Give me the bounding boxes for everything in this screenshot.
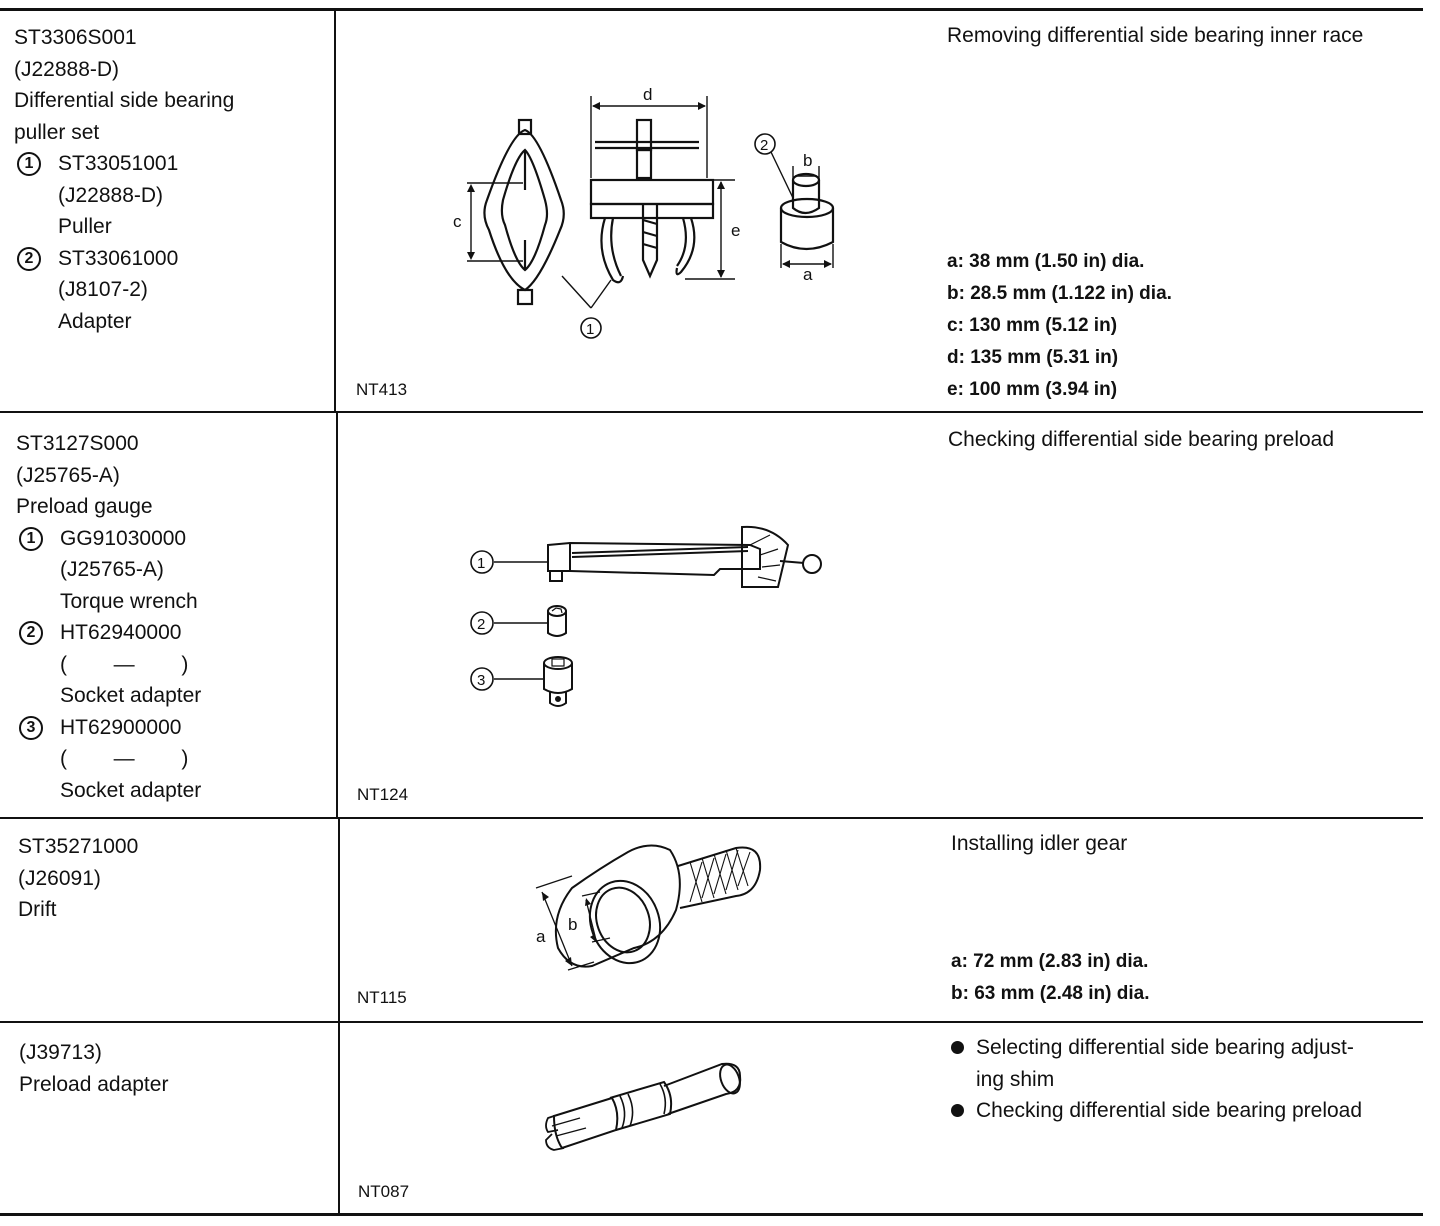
tool-line: Torque wrench <box>60 589 198 613</box>
bullet-icon <box>951 1041 964 1054</box>
callout-number: 2 <box>17 246 41 271</box>
tool-number-column: ST3306S001 (J22888-D) Differential side … <box>14 22 234 337</box>
bullet-item: Checking differential side bearing prelo… <box>951 1095 1362 1127</box>
dimension-label-b: b <box>568 915 577 934</box>
column-divider <box>334 10 336 413</box>
tool-number-column: (J39713) Preload adapter <box>19 1037 168 1100</box>
tool-line: Preload adapter <box>19 1072 169 1096</box>
tool-line: Puller <box>58 215 112 238</box>
tool-line: (J8107-2) <box>58 278 148 301</box>
usage-description: Removing differential side bearing inner… <box>947 24 1364 47</box>
preload-gauge-illustration: 1 2 3 <box>470 525 822 707</box>
row-divider-3 <box>0 1021 1423 1023</box>
drift-illustration: a b <box>535 844 762 971</box>
row-divider-2 <box>0 817 1423 819</box>
callout-3: 3 <box>477 672 485 689</box>
figure-code: NT115 <box>357 988 407 1007</box>
dimension-label-e: e <box>731 221 740 240</box>
dimension-label-d: d <box>643 85 652 104</box>
tool-line: ST3306S001 <box>14 26 137 49</box>
tool-line: ST35271000 <box>18 835 139 858</box>
tool-line: ST3127S000 <box>16 432 139 455</box>
callout-number: 2 <box>19 621 43 645</box>
spec-line: d: 135 mm (5.31 in) <box>947 347 1119 368</box>
usage-description-list: Selecting differential side bearing adju… <box>951 1032 1362 1127</box>
tool-line: (J22888-D) <box>14 57 120 81</box>
dimension-label-b: b <box>803 151 812 170</box>
callout-1: 1 <box>477 555 485 572</box>
dimension-label-a: a <box>803 265 813 284</box>
spec-line: b: 63 mm (2.48 in) dia. <box>951 983 1150 1004</box>
callout-number: 1 <box>19 526 43 551</box>
tool-line: puller set <box>14 120 100 144</box>
callout-number: 1 <box>17 152 41 176</box>
table-top-rule <box>0 8 1423 11</box>
tool-line: (J39713) <box>19 1041 102 1064</box>
tool-line: ( — ) <box>60 747 189 770</box>
figure-code: NT087 <box>358 1182 410 1201</box>
column-divider <box>336 413 338 817</box>
specification-list: a: 72 mm (2.83 in) dia. b: 63 mm (2.48 i… <box>951 946 1150 1010</box>
spec-line: e: 100 mm (3.94 in) <box>947 379 1118 400</box>
figure-code: NT413 <box>356 380 408 399</box>
spec-line: a: 38 mm (1.50 in) dia. <box>947 251 1145 272</box>
row-divider-1 <box>0 411 1423 413</box>
bullet-item-continuation: ing shim <box>976 1067 1055 1091</box>
callout-2: 2 <box>760 137 768 154</box>
callout-2: 2 <box>477 616 485 633</box>
tool-line: ( — ) <box>60 652 189 676</box>
tool-number-column: ST35271000 (J26091) Drift <box>18 831 138 926</box>
usage-description: Installing idler gear <box>951 832 1128 855</box>
spec-line: c: 130 mm (5.12 in) <box>947 315 1118 336</box>
tool-line: Socket adapter <box>60 684 202 707</box>
table-bottom-rule <box>0 1213 1423 1216</box>
column-divider <box>338 819 340 1021</box>
column-divider <box>338 1023 340 1213</box>
dimension-label-c: c <box>453 212 462 231</box>
tool-line: Socket adapter <box>60 778 202 802</box>
bullet-icon <box>951 1104 964 1117</box>
tool-line: Preload gauge <box>16 495 153 518</box>
puller-set-illustration: c d e 1 2 b a <box>453 85 835 339</box>
figure-code: NT124 <box>357 785 409 804</box>
callout-1: 1 <box>586 321 594 338</box>
tool-line: Drift <box>18 898 57 921</box>
spec-line: b: 28.5 mm (1.122 in) dia. <box>947 283 1172 304</box>
dimension-label-a: a <box>536 927 546 946</box>
preload-adapter-illustration <box>545 1062 742 1151</box>
tool-line: (J22888-D) <box>58 183 164 207</box>
tool-line: (J25765-A) <box>60 558 164 581</box>
callout-number: 3 <box>19 715 43 740</box>
bullet-item: Selecting differential side bearing adju… <box>951 1032 1362 1064</box>
specification-list: a: 38 mm (1.50 in) dia. b: 28.5 mm (1.12… <box>947 246 1172 406</box>
spec-line: a: 72 mm (2.83 in) dia. <box>951 951 1149 972</box>
tool-line: Adapter <box>58 309 132 333</box>
usage-description: Checking differential side bearing prelo… <box>948 428 1335 451</box>
tool-line: (J25765-A) <box>16 463 120 487</box>
tool-line: Differential side bearing <box>14 89 235 112</box>
tool-line: (J26091) <box>18 866 101 890</box>
